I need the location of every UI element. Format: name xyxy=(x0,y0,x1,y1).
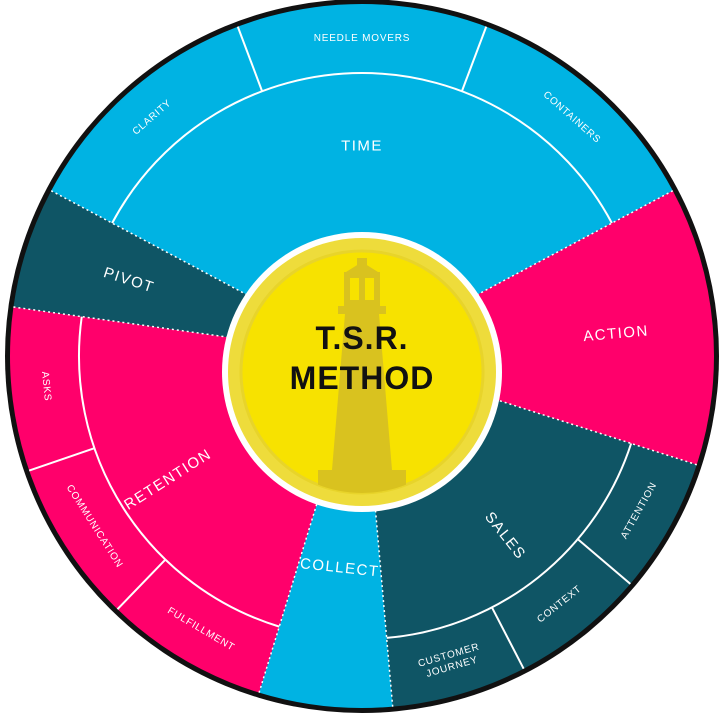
segment-time-sub-divider xyxy=(460,26,488,92)
segment-time-sub-divider xyxy=(236,26,264,92)
segment-boundary xyxy=(418,373,698,466)
sub-label-asks: ASKS xyxy=(39,371,53,402)
segment-boundary xyxy=(50,190,310,329)
segment-boundary xyxy=(414,190,674,329)
center-title-line1: T.S.R. xyxy=(315,320,408,356)
segment-action-label: ACTION xyxy=(583,322,650,345)
segment-time-label: TIME xyxy=(341,138,383,155)
segment-boundary xyxy=(13,306,303,349)
segment-pivot: PIVOT xyxy=(13,190,310,348)
segment-sales-sub-divider xyxy=(491,606,525,670)
segment-retention-sub-divider xyxy=(116,558,167,610)
segment-time-wedge xyxy=(51,4,673,328)
center-coin: T.S.R. METHOD xyxy=(222,232,502,512)
segment-boundary xyxy=(258,413,346,693)
segment-sales-sub-divider xyxy=(577,538,631,585)
segment-retention-sub-divider xyxy=(28,447,95,472)
sub-label-needle-movers: NEEDLE MOVERS xyxy=(314,33,411,44)
segment-sales-sub-ring xyxy=(386,443,633,639)
segment-time-sub-ring xyxy=(111,72,613,224)
center-title-line2: METHOD xyxy=(290,360,435,396)
segment-boundary xyxy=(366,415,394,707)
segment-pivot-wedge xyxy=(13,190,310,348)
segment-retention-sub-ring xyxy=(78,316,280,628)
